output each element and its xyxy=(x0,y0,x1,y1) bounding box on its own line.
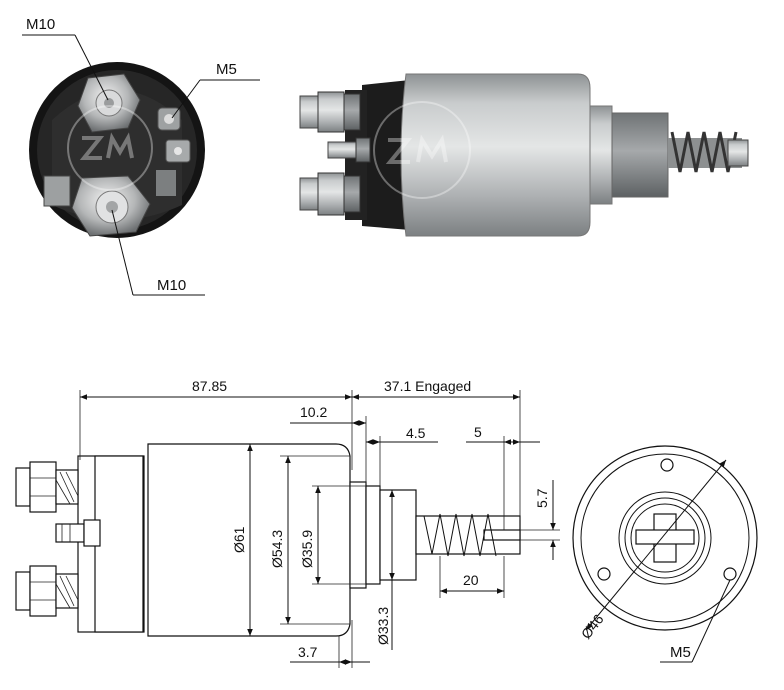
dim-body-diameter: Ø61 xyxy=(231,526,247,553)
watermark-logo xyxy=(67,105,153,191)
dimension-lines: 87.85 37.1 Engaged 10.2 4.5 5 5.7 20 xyxy=(79,378,560,668)
bottom-stud-nut xyxy=(43,175,151,237)
watermark-logo-side xyxy=(373,101,471,199)
label-m10-top: M10 xyxy=(26,16,55,33)
dim-bolt-circle: Ø46 xyxy=(578,611,607,642)
upper-stud xyxy=(299,91,361,133)
drawing-upper-stud xyxy=(15,461,79,513)
dim-inner-diameter: Ø54.3 xyxy=(269,530,285,568)
dim-flange-step: 4.5 xyxy=(406,425,426,441)
dim-flange-offset: 10.2 xyxy=(300,404,327,420)
small-terminal xyxy=(156,107,191,196)
drawing-front-view: Ø46 M5 xyxy=(572,445,758,663)
photo-end-view xyxy=(29,62,205,238)
label-m10-bottom: M10 xyxy=(157,277,186,294)
label-m5-front: M5 xyxy=(670,644,691,661)
dim-slot-width: 5.7 xyxy=(534,488,550,508)
dim-nose-diameter: Ø35.9 xyxy=(299,530,315,568)
dim-overall-length: 87.85 xyxy=(192,378,227,394)
top-stud-nut xyxy=(77,73,141,133)
drawing-lower-stud xyxy=(15,565,79,617)
drawing-small-terminal xyxy=(55,519,101,547)
photo-side-view xyxy=(299,73,749,237)
dim-spring-end: 5 xyxy=(474,424,482,440)
dim-flange-thickness: 3.7 xyxy=(298,644,318,660)
middle-terminal xyxy=(327,137,371,163)
label-m5-top: M5 xyxy=(216,61,237,78)
dim-engaged-travel: 37.1 Engaged xyxy=(384,378,471,394)
dim-plunger-diameter: Ø33.3 xyxy=(375,607,391,645)
photo-callouts: M10 M5 M10 xyxy=(22,16,260,296)
lower-stud xyxy=(299,172,361,216)
photo-spring xyxy=(668,131,749,173)
drawing-side-view xyxy=(15,443,521,637)
dim-spring-length: 20 xyxy=(463,572,479,588)
